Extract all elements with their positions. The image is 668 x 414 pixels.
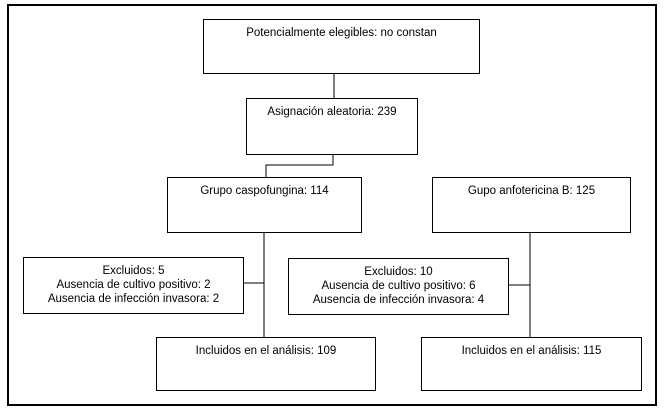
- group-b-analyzed-text: Incluidos en el análisis: 115: [461, 345, 602, 357]
- group-a-analyzed-box: Incluidos en el análisis: 109: [156, 337, 376, 391]
- group-b-analyzed-box: Incluidos en el análisis: 115: [421, 337, 642, 391]
- group-b-excluded-box: Excluidos: 10 Ausencia de cultivo positi…: [288, 258, 509, 315]
- connector-randomized-to-group-a: [265, 154, 334, 178]
- eligible-text: Potencialmente elegibles: no constan: [246, 27, 437, 39]
- group-b-excluded-reason-2: Ausencia de infección invasora: 4: [312, 294, 485, 306]
- group-a-excluded-reason-1: Ausencia de cultivo positivo: 2: [56, 279, 211, 291]
- group-a-title: Grupo caspofungina: 114: [200, 185, 329, 197]
- group-b-title: Gupo anfotericina B: 125: [467, 185, 596, 197]
- group-b-excluded-reason-1: Ausencia de cultivo positivo: 6: [321, 280, 476, 292]
- group-a-excluded-box: Excluidos: 5 Ausencia de cultivo positiv…: [23, 257, 244, 314]
- group-a-analyzed-text: Incluidos en el análisis: 109: [195, 345, 337, 357]
- group-b-excluded-count: Excluidos: 10: [364, 266, 433, 278]
- eligible-box: Potencialmente elegibles: no constan: [203, 19, 480, 74]
- diagram-frame: [7, 4, 657, 406]
- group-a-excluded-count: Excluidos: 5: [102, 265, 165, 277]
- group-a-box: Grupo caspofungina: 114: [167, 177, 362, 233]
- group-a-excluded-reason-2: Ausencia de infección invasora: 2: [47, 293, 220, 305]
- group-b-box: Gupo anfotericina B: 125: [432, 177, 631, 233]
- randomized-text: Asignación aleatoria: 239: [267, 106, 397, 118]
- randomized-box: Asignación aleatoria: 239: [246, 98, 418, 155]
